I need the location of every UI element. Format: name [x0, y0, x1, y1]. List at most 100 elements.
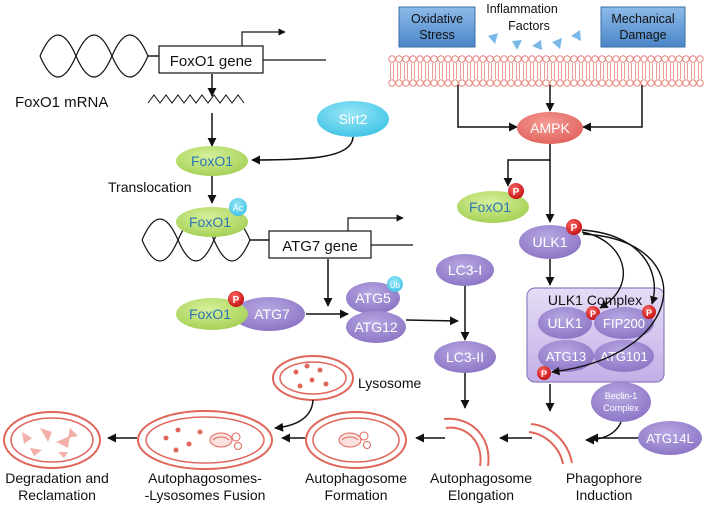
lipid-tail — [691, 63, 695, 71]
atg7-label: ATG7 — [254, 306, 290, 322]
lipid-tail — [474, 63, 478, 71]
mechanical-label-1: Mechanical — [611, 12, 674, 26]
atg13-label: ATG13 — [546, 349, 586, 364]
foxo1-phospho-node: FoxO1 P — [457, 183, 529, 223]
lipid-head — [514, 55, 522, 63]
lipid-head — [556, 79, 564, 87]
lipid-head — [472, 55, 480, 63]
lipid-head — [563, 79, 571, 87]
degradation-shape — [3, 411, 101, 469]
inflammation-triangle-4 — [552, 38, 562, 49]
lipid-head — [661, 79, 669, 87]
lipid-head — [577, 55, 585, 63]
complex-ulk1-label: ULK1 — [547, 315, 582, 331]
foxo1-atg7-complex: ATG7 FoxO1 P — [176, 291, 305, 331]
lipid-head — [535, 79, 543, 87]
ubiquitin-label: Ub — [390, 281, 401, 290]
lc3-i-node: LC3-I — [436, 254, 494, 286]
lipid-tail — [411, 71, 415, 79]
fusion-label-2: -Lysosomes Fusion — [145, 487, 266, 503]
lipid-tail — [614, 71, 618, 79]
lipid-tail — [558, 71, 562, 79]
arrow-ulk1-phospho-fip200 — [581, 229, 659, 305]
lipid-tail — [425, 71, 429, 79]
foxo1-mrna-label: FoxO1 mRNA — [15, 94, 108, 111]
lipid-head — [465, 55, 473, 63]
oxidative-label-2: Stress — [419, 28, 454, 42]
lipid-tail — [502, 63, 506, 71]
atg7-gene-label: ATG7 gene — [282, 238, 358, 255]
arrow-ulk1-phospho-self — [581, 231, 625, 309]
lipid-tail — [586, 63, 590, 71]
atg5-label: ATG5 — [355, 290, 391, 306]
lipid-head — [598, 55, 606, 63]
phospho-badge-foxo1-nucleus — [228, 291, 244, 307]
lipid-tail — [656, 71, 660, 79]
oxidative-stress-box: Oxidative Stress — [398, 6, 476, 48]
mechanical-damage-box: Mechanical Damage — [600, 6, 686, 48]
lipid-head — [479, 79, 487, 87]
lipid-head — [500, 55, 508, 63]
lipid-tail — [397, 63, 401, 71]
lipid-tail — [656, 63, 660, 71]
ulk1-label: ULK1 — [532, 234, 567, 250]
foxo1-phospho-label-nucleus: FoxO1 — [189, 306, 231, 322]
lipid-tail — [544, 63, 548, 71]
lipid-tail — [663, 63, 667, 71]
lipid-tail — [551, 63, 555, 71]
lipid-head — [612, 55, 620, 63]
lipid-tail — [607, 71, 611, 79]
inflammation-label-2: Factors — [508, 19, 550, 33]
lipid-tail — [404, 71, 408, 79]
atg12-node — [346, 311, 406, 343]
elongation-shape — [443, 417, 490, 467]
lipid-head — [612, 79, 620, 87]
lipid-tail — [663, 71, 667, 79]
lipid-tail — [621, 63, 625, 71]
lipid-head — [493, 55, 501, 63]
formation-label-2: Formation — [324, 487, 387, 503]
degradation-label-1: Degradation and — [5, 470, 109, 486]
lipid-tail — [698, 71, 702, 79]
ampk-node: AMPK — [517, 112, 583, 144]
autolysosome-fusion-shape — [137, 410, 273, 470]
lipid-tail — [544, 71, 548, 79]
phospho-badge-complex-ulk1 — [586, 306, 600, 320]
mechanical-label-2: Damage — [619, 28, 666, 42]
lipid-head — [682, 79, 690, 87]
lipid-tail — [677, 71, 681, 79]
phospho-label-foxo1: P — [513, 187, 520, 198]
lipid-head — [486, 79, 494, 87]
lipid-tail — [418, 63, 422, 71]
atg7-promoter-arrow — [347, 214, 404, 231]
lipid-tail — [390, 63, 394, 71]
beclin-label-1: Beclin-1 — [605, 391, 638, 401]
lipid-tail — [551, 71, 555, 79]
inflammation-triangle-2 — [512, 40, 522, 50]
lipid-tail — [670, 63, 674, 71]
lipid-head — [647, 55, 655, 63]
lipid-head — [689, 55, 697, 63]
phagophore-shape — [528, 423, 573, 465]
lipid-tail — [670, 71, 674, 79]
lipid-tail — [453, 63, 457, 71]
lipid-head — [696, 79, 704, 87]
lipid-head — [493, 79, 501, 87]
lipid-head — [619, 79, 627, 87]
lipid-tail — [523, 71, 527, 79]
lipid-tail — [446, 63, 450, 71]
ulk1-node: ULK1 P — [519, 219, 582, 259]
lysosome-label: Lysosome — [358, 375, 422, 391]
lipid-head — [423, 55, 431, 63]
lipid-tail — [558, 63, 562, 71]
lipid-head — [654, 79, 662, 87]
lipid-head — [388, 55, 396, 63]
lipid-tail — [614, 63, 618, 71]
phospho-badge-foxo1 — [508, 183, 524, 199]
lipid-head — [570, 79, 578, 87]
fip200-node — [594, 307, 654, 339]
lipid-head — [633, 55, 641, 63]
lipid-tail — [684, 71, 688, 79]
lipid-tail — [425, 63, 429, 71]
lipid-tail — [572, 63, 576, 71]
